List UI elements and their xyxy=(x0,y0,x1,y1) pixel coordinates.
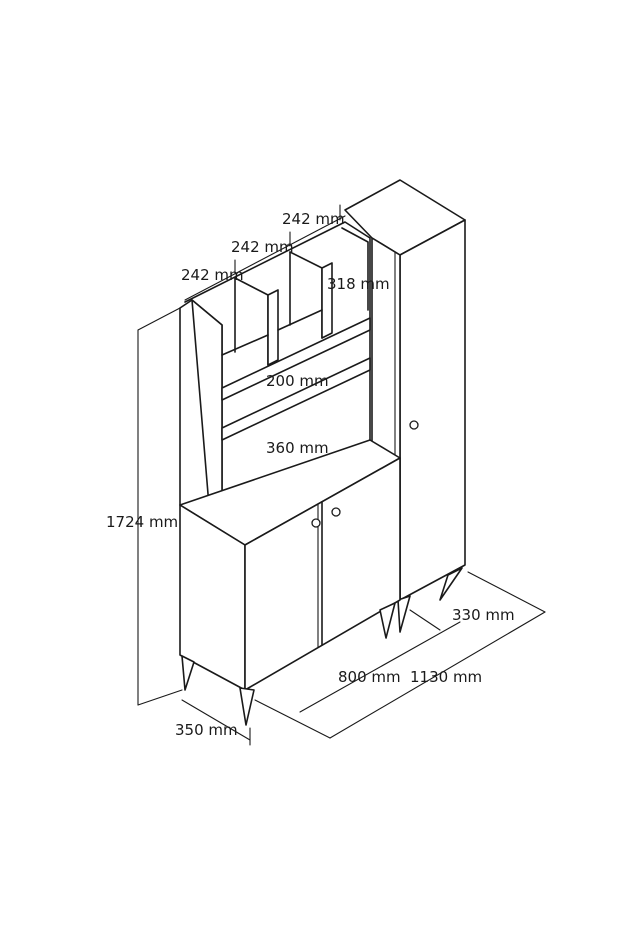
label-depth-main: 350 mm xyxy=(175,721,238,739)
cabinet-leg-mid xyxy=(379,602,396,639)
label-shelf-height-mid: 200 mm xyxy=(266,372,329,390)
dimension-lines xyxy=(137,204,546,746)
open-shelf-unit xyxy=(179,221,401,546)
dimension-labels: 242 mm 242 mm 242 mm 318 mm 200 mm 360 m… xyxy=(106,210,515,739)
label-width-shelf-left: 242 mm xyxy=(181,266,244,284)
label-width-shelf-mid: 242 mm xyxy=(231,238,294,256)
label-width-shelf-top: 242 mm xyxy=(282,210,345,228)
side-door-knob xyxy=(409,420,419,430)
label-total-height: 1724 mm xyxy=(106,513,178,531)
label-shelf-height-top: 318 mm xyxy=(327,275,390,293)
label-depth-side: 330 mm xyxy=(452,606,515,624)
side-leg-front xyxy=(439,567,463,601)
cabinet-leg-left xyxy=(181,655,195,691)
label-width-total: 1130 mm xyxy=(410,668,482,686)
side-leg-back xyxy=(397,595,411,633)
lower-cabinet xyxy=(179,457,401,726)
shelf-middle xyxy=(221,357,371,441)
shelf-upper xyxy=(221,317,371,401)
label-width-cabinet: 800 mm xyxy=(338,668,401,686)
cabinet-knob-right xyxy=(331,507,341,517)
cabinet-knob-left xyxy=(311,518,321,528)
label-shelf-height-low: 360 mm xyxy=(266,439,329,457)
cabinet-leg-front xyxy=(239,687,255,726)
